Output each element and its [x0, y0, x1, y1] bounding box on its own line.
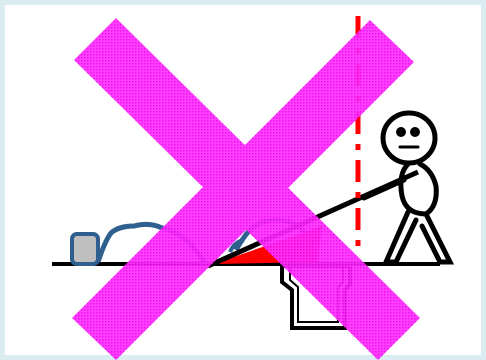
stick-figure-eye-left	[399, 130, 404, 135]
stick-figure-leg-left	[386, 212, 416, 262]
stick-figure-head	[383, 113, 435, 163]
stick-figure-body	[401, 164, 436, 214]
stick-figure	[364, 113, 450, 262]
stick-figure-leg-right	[422, 214, 450, 262]
stick-figure-eye-right	[413, 130, 418, 135]
mouse-head	[72, 234, 98, 264]
stick-figure-arm	[364, 180, 404, 198]
x-overlay	[72, 18, 420, 360]
